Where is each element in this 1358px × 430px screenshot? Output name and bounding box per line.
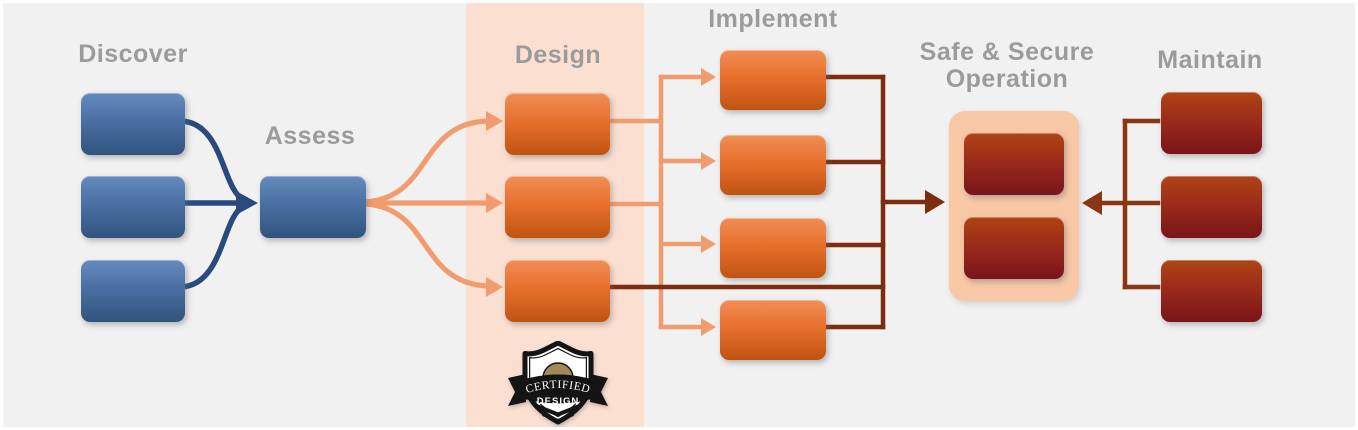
operation-box-1 — [964, 133, 1064, 195]
implement-arrowheads — [701, 68, 716, 336]
design-box-3 — [505, 260, 610, 322]
assess-label: Assess — [264, 122, 356, 150]
design-box-2 — [505, 176, 610, 238]
discover-to-assess-arrows — [179, 118, 247, 290]
assess-to-design-arrows — [362, 118, 491, 289]
implement-to-operation-lines — [604, 74, 929, 330]
operation-right-arrowhead — [1082, 191, 1102, 215]
discover-box-1 — [81, 93, 185, 155]
operation-left-arrowhead — [925, 190, 945, 214]
discover-label: Discover — [78, 40, 188, 68]
badge-chevrons — [536, 404, 580, 423]
design-arrowheads — [486, 111, 503, 297]
operation-label-line2: Operation — [945, 65, 1069, 93]
maintain-to-operation-lines — [1097, 118, 1161, 290]
discover-box-2 — [81, 176, 185, 238]
certified-design-badge: CERTIFIED DESIGN — [508, 341, 608, 425]
implement-box-3 — [720, 218, 826, 278]
maintain-label: Maintain — [1157, 46, 1263, 74]
operation-box-2 — [964, 217, 1064, 279]
maintain-box-1 — [1161, 92, 1262, 154]
implement-label: Implement — [708, 5, 838, 33]
badge-design-text: DESIGN — [537, 396, 579, 407]
design-label: Design — [514, 41, 602, 69]
badge-band — [518, 374, 598, 404]
maintain-box-3 — [1161, 260, 1262, 322]
assess-box — [260, 176, 366, 238]
discover-box-3 — [81, 260, 185, 322]
assess-arrowhead — [236, 191, 258, 215]
design-to-implement-lines — [604, 74, 705, 330]
implement-box-2 — [720, 135, 826, 195]
design-box-1 — [505, 93, 610, 155]
implement-box-1 — [720, 50, 826, 110]
operation-label-line1: Safe & Secure — [919, 38, 1095, 66]
implement-box-4 — [720, 300, 826, 360]
operation-label: Safe & Secure Operation — [920, 39, 1095, 93]
maintain-box-2 — [1161, 176, 1262, 238]
